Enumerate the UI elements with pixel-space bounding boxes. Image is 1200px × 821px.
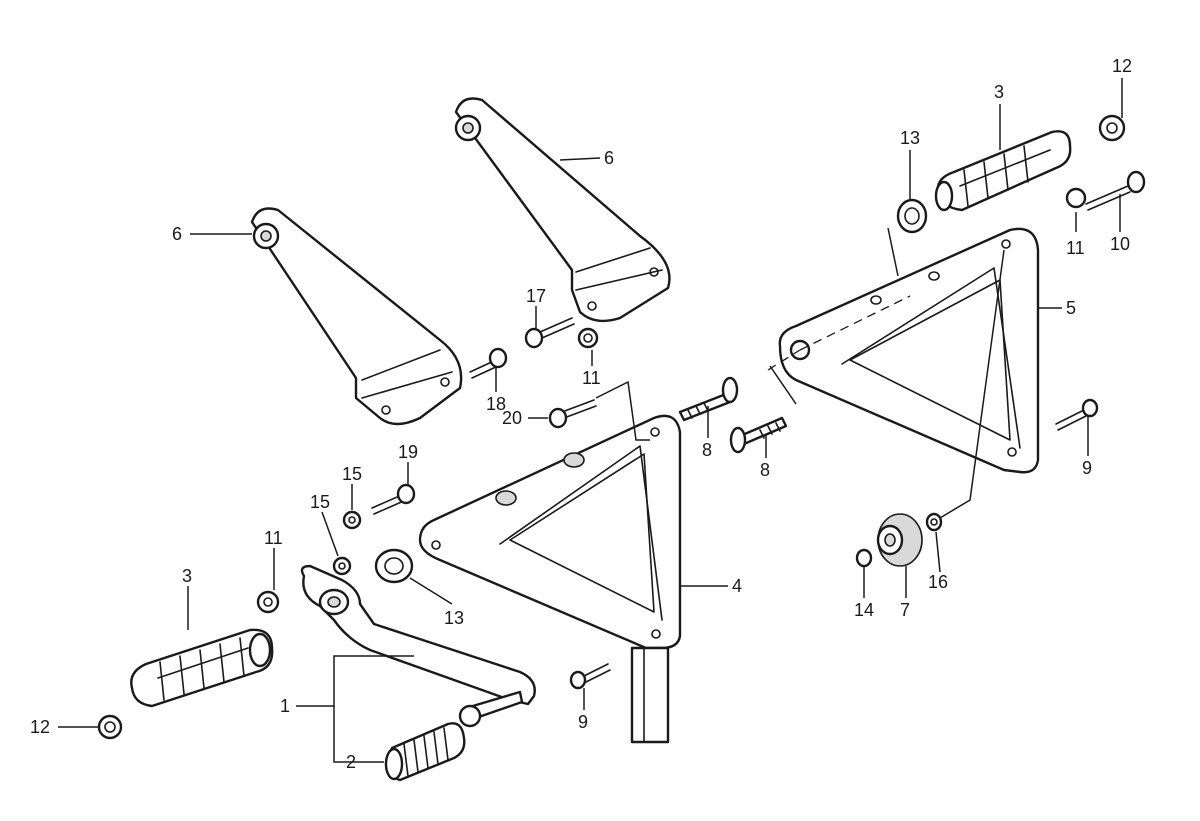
callout-18: 18: [486, 394, 506, 414]
callout-5: 5: [1066, 298, 1076, 318]
callout-10: 10: [1110, 234, 1130, 254]
callout-11-right: 11: [1066, 238, 1085, 258]
bolt-19: [371, 483, 416, 515]
bolt-9-left: [569, 663, 611, 690]
callout-13-left: 13: [444, 608, 464, 628]
callout-12-top: 12: [1112, 56, 1132, 76]
bracket-6-left: [250, 207, 463, 426]
callout-6-left: 6: [172, 224, 182, 244]
bracket-6-right: [454, 97, 671, 323]
brake-lever-1: [300, 564, 536, 728]
leader-lines: [58, 78, 1123, 763]
callout-13-right: 13: [900, 128, 920, 148]
bolt-10: [1085, 170, 1146, 211]
callout-14: 14: [854, 600, 874, 620]
nut-11-left: [256, 590, 280, 614]
callout-12-bottom: 12: [30, 717, 50, 737]
callout-6-right: 6: [604, 148, 614, 168]
bolt-18: [469, 347, 508, 379]
callout-16: 16: [928, 572, 948, 592]
bolt-9-right: [1055, 398, 1099, 431]
nut-12-bottom: [97, 714, 123, 740]
callout-7: 7: [900, 600, 910, 620]
splined-shaft-2: [384, 722, 466, 782]
callout-11-middle: 11: [582, 368, 601, 388]
assembly-line-peg: [799, 295, 911, 351]
washer-13-right: [896, 198, 928, 234]
assembly-line-stop: [939, 249, 1005, 519]
footpeg-3-left: [130, 628, 274, 708]
assembly-line-bolt: [767, 349, 801, 371]
nut-12-top: [1098, 114, 1126, 142]
nut-11-right: [1065, 187, 1087, 209]
callout-17: 17: [526, 286, 546, 306]
washer-15-lower: [332, 556, 352, 576]
callout-labels: 1 2 3 3 4 5 6 6 7 8 8 9 9 10 11 11 11 12…: [30, 56, 1132, 772]
callout-2: 2: [346, 752, 356, 772]
bolt-20: [548, 399, 597, 429]
bolt-8-upper: [678, 376, 739, 422]
assembly-line-bolt20: [595, 380, 650, 441]
washer-16: [925, 512, 943, 532]
callout-8-lower: 8: [760, 460, 770, 480]
nut-14: [855, 548, 873, 568]
bolt-8-lower: [729, 416, 788, 454]
assembly-line-washer: [887, 227, 899, 277]
footrest-plate-4: [418, 414, 682, 744]
callout-1: 1: [280, 696, 290, 716]
washer-13-left: [374, 548, 414, 584]
footrest-plate-5: [778, 227, 1040, 474]
callout-15-lower: 15: [310, 492, 330, 512]
nut-11-middle: [577, 327, 599, 349]
callout-9-left: 9: [578, 712, 588, 732]
callout-15-upper: 15: [342, 464, 362, 484]
bolt-17: [524, 317, 575, 349]
callout-8-upper: 8: [702, 440, 712, 460]
callout-20: 20: [502, 408, 522, 428]
callout-3-right: 3: [994, 82, 1004, 102]
callout-4: 4: [732, 576, 742, 596]
washer-15-upper: [342, 510, 362, 530]
footpeg-3-right: [934, 130, 1072, 212]
rubber-stop-7: [876, 513, 923, 567]
callout-19: 19: [398, 442, 418, 462]
assembly-line-bolt8: [769, 365, 797, 405]
callout-9-right: 9: [1082, 458, 1092, 478]
callout-3-left: 3: [182, 566, 192, 586]
callout-11-left: 11: [264, 528, 283, 548]
